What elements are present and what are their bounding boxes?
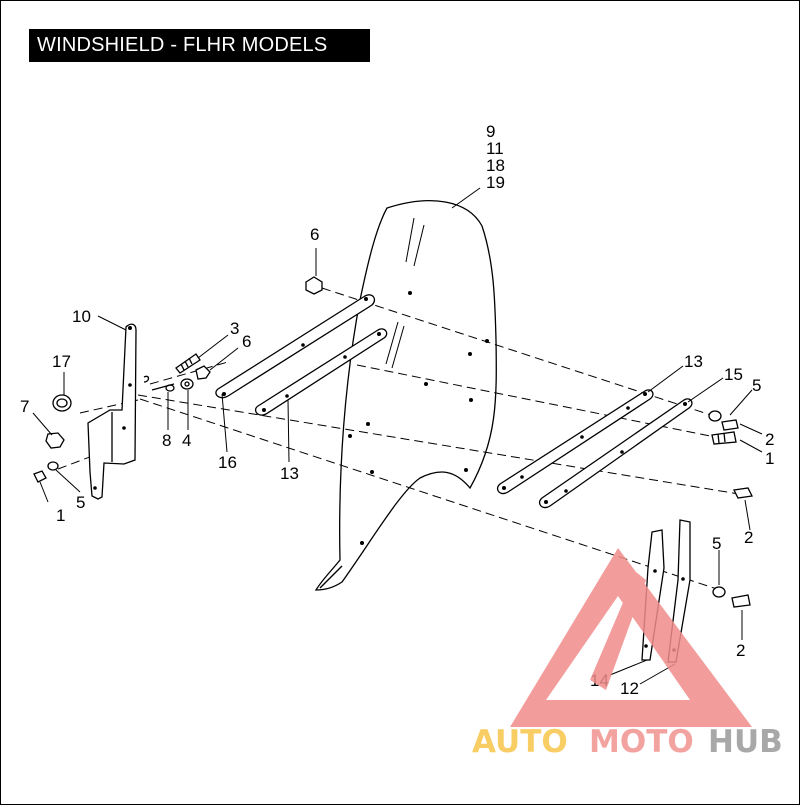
- callout-1-left: 1: [56, 506, 65, 525]
- callout-1-right: 1: [765, 449, 774, 468]
- callout-18: 18: [486, 156, 505, 175]
- callout-8: 8: [162, 431, 171, 450]
- callout-2-right-mid: 2: [744, 528, 753, 547]
- callout-11: 11: [486, 139, 504, 158]
- watermark-text-moto: MOTO: [589, 724, 694, 760]
- left-hardware: [33, 276, 323, 483]
- left-strip-16: [215, 294, 376, 399]
- callout-3: 3: [230, 319, 239, 338]
- watermark-triangle-mark: [510, 548, 752, 727]
- windshield: [314, 200, 497, 591]
- callout-12: 12: [620, 679, 639, 698]
- callout-5-left: 5: [76, 493, 85, 512]
- callout-6-top: 6: [310, 225, 319, 244]
- callout-2-right-bottom: 2: [736, 641, 745, 660]
- callout-5-right-bottom: 5: [712, 534, 721, 553]
- callout-15: 15: [724, 365, 743, 384]
- watermark-logo: AUTO MOTO HUB: [472, 548, 783, 760]
- callout-19: 19: [486, 173, 505, 192]
- watermark-text-auto: AUTO: [472, 724, 568, 760]
- right-strip-13: [496, 389, 654, 495]
- right-strip-15: [538, 398, 693, 509]
- callout-6-left: 6: [242, 332, 251, 351]
- callout-16: 16: [218, 453, 237, 472]
- callout-7: 7: [20, 397, 29, 416]
- callout-5-right-top: 5: [752, 376, 761, 395]
- left-mounting-bracket: [87, 323, 137, 500]
- callout-9: 9: [486, 122, 495, 141]
- callout-10: 10: [72, 307, 91, 326]
- diagram-title: WINDSHIELD - FLHR MODELS: [29, 29, 370, 62]
- watermark-text-hub: HUB: [708, 724, 783, 760]
- leader-lines: [32, 187, 763, 685]
- callout-4: 4: [182, 431, 191, 450]
- callout-13-right: 13: [684, 352, 703, 371]
- left-strip-13: [254, 328, 388, 416]
- callout-2-right-top: 2: [765, 430, 774, 449]
- callout-17: 17: [52, 352, 71, 371]
- callout-13-left: 13: [280, 464, 299, 483]
